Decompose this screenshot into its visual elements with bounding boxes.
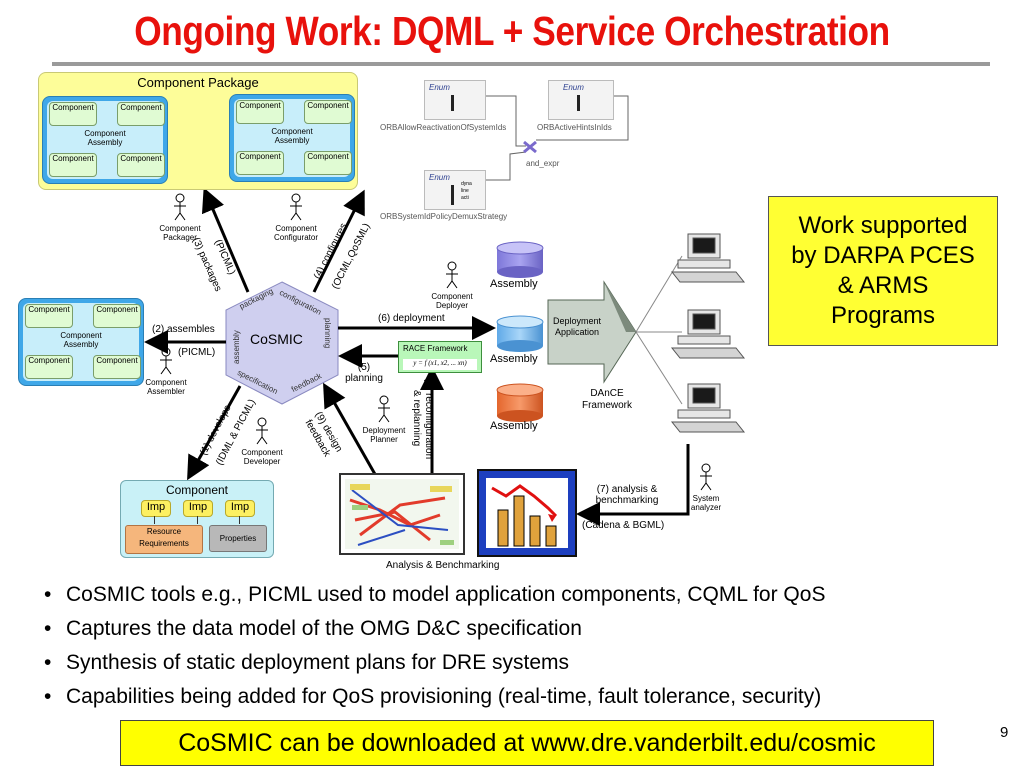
cosmic-label: CoSMIC	[250, 331, 303, 347]
component: Component	[117, 153, 165, 177]
component: Component	[304, 100, 352, 124]
assembly-label-2: Assembly	[490, 353, 538, 365]
race-framework-box: RACE Framework y = f (x1, x2, ... xn)	[398, 341, 482, 373]
arrow-analysis	[576, 444, 690, 526]
diagram-canvas	[144, 95, 746, 557]
computer-icon-1	[670, 233, 746, 283]
component-box-title: Component	[165, 483, 229, 497]
analysis-label: (7) analysis &benchmarking	[595, 484, 659, 506]
developer-person-icon	[256, 417, 268, 445]
assembly-label-3: Assembly	[490, 420, 538, 432]
component: Component	[117, 102, 165, 126]
bullet-item: Captures the data model of the OMG D&C s…	[40, 612, 1010, 646]
component: Component	[93, 304, 141, 328]
packager-person-icon	[174, 193, 186, 221]
component-package-title: Component Package	[137, 75, 259, 90]
enum-node-2-name: ORBActiveHintsInIds	[537, 123, 612, 132]
enum-node-1: Enum	[424, 80, 486, 120]
assembler-assembly: Component Component Component Component …	[18, 298, 144, 386]
assembles-sub-label: (PICML)	[178, 347, 216, 358]
race-formula: y = f (x1, x2, ... xn)	[403, 359, 477, 370]
reconfiguration-label: (8) reconfiguration	[423, 378, 434, 460]
bullet-item: CoSMIC tools e.g., PICML used to model a…	[40, 578, 1010, 612]
bullet-list: CoSMIC tools e.g., PICML used to model a…	[40, 578, 1010, 714]
analysis-bar-chart-screenshot	[477, 469, 577, 557]
package-assembly-left: Component Component Component Component …	[42, 96, 168, 184]
component: Component	[49, 153, 97, 177]
analysis-graph-screenshot	[339, 473, 465, 555]
component: Component	[25, 355, 73, 379]
bullet-item: Synthesis of static deployment plans for…	[40, 646, 1010, 680]
title-underline	[52, 62, 990, 66]
bullet-item: Capabilities being added for QoS provisi…	[40, 680, 1010, 714]
planning-label: (5)planning	[345, 362, 383, 384]
analysis-sub-label: (Cadena & BGML)	[582, 520, 665, 531]
planner-person-icon	[378, 395, 390, 423]
enum-node-2: Enum	[548, 80, 614, 120]
deployment-label: (6) deployment	[378, 313, 445, 324]
darpa-support-box: Work supported by DARPA PCES & ARMS Prog…	[768, 196, 998, 346]
cosmic-hexagon	[225, 281, 339, 405]
enum-node-3-name: ORBSystemIdPolicyDemuxStrategy	[380, 212, 508, 221]
component: Component	[304, 151, 352, 175]
assembly-cylinder-3	[496, 383, 544, 422]
arrow-develops	[187, 385, 242, 481]
component: Component	[25, 304, 73, 328]
computer-icon-2	[670, 309, 746, 359]
package-assembly-right: Component Component Component Component …	[229, 94, 355, 182]
arrow-design-feedback	[323, 382, 378, 477]
slide-title: Ongoing Work: DQML + Service Orchestrati…	[134, 8, 890, 54]
assembly-cylinder-1	[496, 241, 544, 278]
imp-3: Imp	[225, 500, 255, 517]
component: Component	[236, 151, 284, 175]
deployer-person-icon	[446, 261, 458, 289]
arrow-packages	[201, 187, 250, 293]
component: Component	[93, 355, 141, 379]
component: Component	[236, 100, 284, 124]
assembler-person-icon	[160, 347, 172, 375]
analyzer-person-icon	[700, 463, 712, 491]
page-number: 9	[1000, 724, 1009, 741]
hex-planning: planning	[323, 318, 332, 349]
hex-assembly: assembly	[232, 330, 241, 364]
assembly-label-1: Assembly	[490, 278, 538, 290]
replanning-label: & replanning	[411, 390, 422, 447]
analysis-benchmarking-label: Analysis & Benchmarking	[386, 560, 500, 571]
component: Component	[49, 102, 97, 126]
assembles-label: (2) assembles	[152, 324, 215, 335]
assembly-cylinder-2	[496, 315, 544, 352]
and-expr-label: and_expr	[526, 159, 560, 168]
configurator-person-icon	[290, 193, 302, 221]
download-box: CoSMIC can be downloaded at www.dre.vand…	[120, 720, 934, 766]
enum-node-1-name: ORBAllowReactivationOfSystemIds	[380, 123, 507, 132]
imp-1: Imp	[141, 500, 171, 517]
arrow-configures	[312, 189, 365, 293]
imp-2: Imp	[183, 500, 213, 517]
properties-box: Properties	[209, 525, 267, 552]
deployment-app-arrow	[547, 280, 637, 384]
computer-icon-3	[670, 383, 746, 433]
and-expr-icon	[523, 140, 537, 154]
